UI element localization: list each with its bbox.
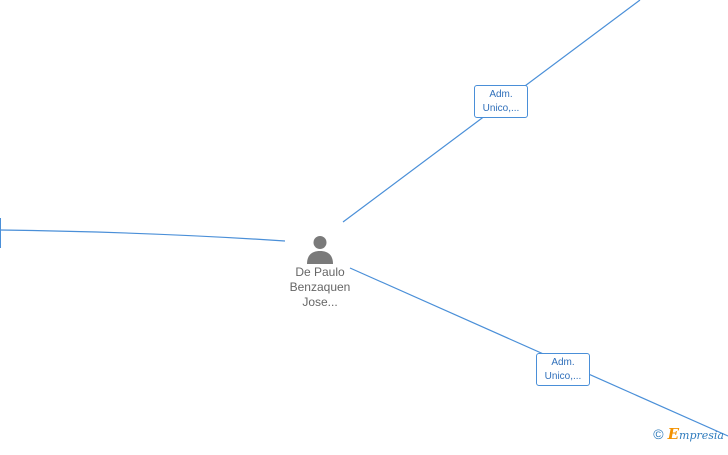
person-node[interactable]: De Paulo Benzaquen Jose... <box>262 234 378 310</box>
role-box-bottom-line-1: Adm. <box>551 357 575 368</box>
empresia-watermark: ©Empresia <box>653 426 724 444</box>
edge-left-to-person <box>0 229 286 242</box>
edge-person-to-bottom-right <box>349 267 728 437</box>
role-box-bottom-line-2: Unico,... <box>544 371 582 382</box>
role-box-top-line-1: Adm. <box>489 89 513 100</box>
offscreen-node-left[interactable] <box>0 218 1 248</box>
person-name-line-2: Benzaquen <box>289 280 351 294</box>
brand-logo-initial: E <box>667 425 680 443</box>
role-box-bottom[interactable]: Adm. Unico,... <box>536 353 590 386</box>
person-name: De Paulo Benzaquen Jose... <box>262 265 378 310</box>
person-icon <box>307 236 333 264</box>
copyright-icon: © <box>653 426 664 442</box>
person-name-line-1: De Paulo <box>295 265 345 279</box>
role-box-top[interactable]: Adm. Unico,... <box>474 85 528 118</box>
role-box-top-line-2: Unico,... <box>482 103 520 114</box>
person-name-line-3: Jose... <box>302 295 338 309</box>
brand-logo-text: mpresia <box>679 429 724 442</box>
